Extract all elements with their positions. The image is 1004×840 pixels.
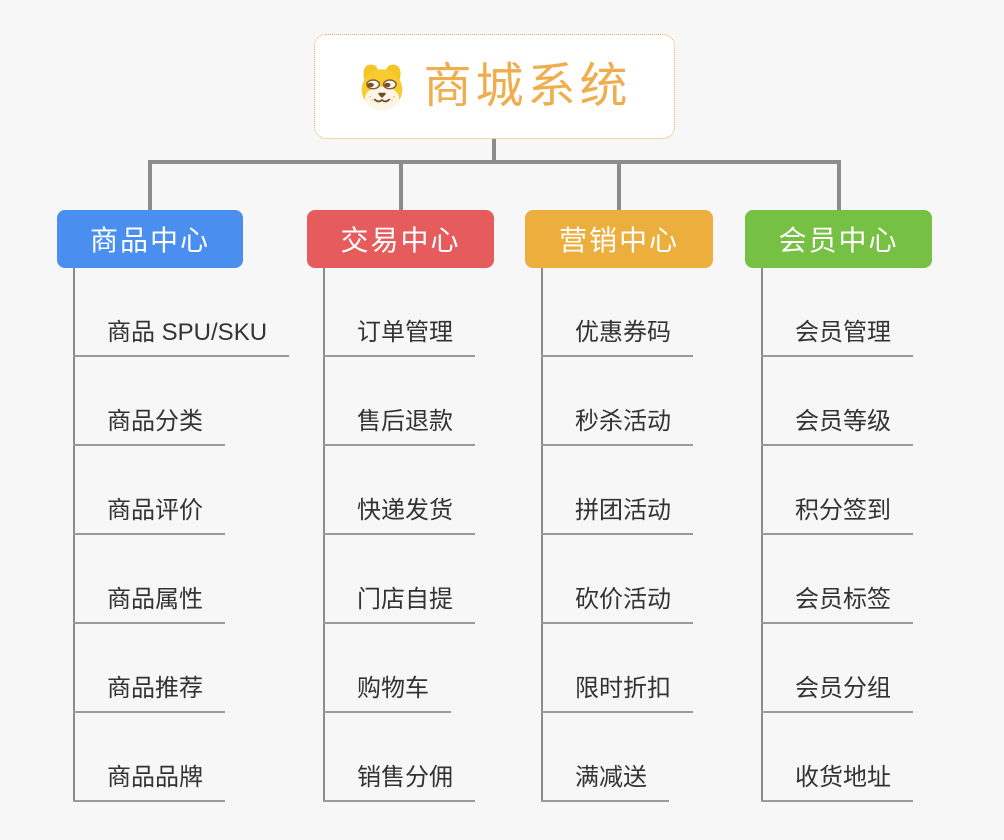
child-node[interactable]: 会员管理 [761,268,913,357]
branch-children: 优惠券码秒杀活动拼团活动砍价活动限时折扣满减送 [541,268,693,802]
child-label: 商品 SPU/SKU [107,319,268,346]
child-label: 会员等级 [795,408,891,435]
connector-child-spine [323,268,325,802]
child-label: 销售分佣 [357,764,453,791]
branch-children: 商品 SPU/SKU 商品分类商品评价商品属性商品推荐商品品牌 [73,268,290,802]
child-node[interactable]: 售后退款 [323,357,475,446]
branch-box-trade-center[interactable]: 交易中心 [307,210,494,268]
child-label: 商品分类 [107,408,203,435]
child-label: 快递发货 [357,497,453,524]
branch-label: 商品中心 [89,225,210,256]
connector-root-stem [492,139,496,164]
connector-child-spine [761,268,763,802]
child-node[interactable]: 收货地址 [761,713,913,802]
child-label: 会员分组 [795,675,891,702]
child-label: 拼团活动 [575,497,671,524]
child-label: 门店自提 [357,586,453,613]
child-node[interactable]: 购物车 [323,624,451,713]
child-label: 商品推荐 [107,675,203,702]
branch-box-member-center[interactable]: 会员中心 [745,210,932,268]
child-node[interactable]: 商品 SPU/SKU [73,268,290,357]
child-label: 商品品牌 [107,764,203,791]
connector-branch-drop [148,160,152,212]
branch-children: 会员管理会员等级积分签到会员标签会员分组收货地址 [761,268,913,802]
connector-child-spine [73,268,75,802]
child-node[interactable]: 会员等级 [761,357,913,446]
connector-child-spine [541,268,543,802]
child-node[interactable]: 商品属性 [73,535,225,624]
child-node[interactable]: 会员分组 [761,624,913,713]
child-label: 满减送 [575,764,647,791]
child-node[interactable]: 商品分类 [73,357,225,446]
child-node[interactable]: 优惠券码 [541,268,693,357]
child-label: 售后退款 [357,408,453,435]
child-label: 订单管理 [357,319,453,346]
child-node[interactable]: 砍价活动 [541,535,693,624]
child-node[interactable]: 秒杀活动 [541,357,693,446]
child-label: 秒杀活动 [575,408,671,435]
child-node[interactable]: 商品品牌 [73,713,225,802]
child-node[interactable]: 快递发货 [323,446,475,535]
child-node[interactable]: 商品评价 [73,446,225,535]
connector-branch-drop [836,160,841,212]
child-label: 购物车 [357,675,429,702]
child-node[interactable]: 限时折扣 [541,624,693,713]
root-title: 商城系统 [423,59,632,113]
child-node[interactable]: 商品推荐 [73,624,225,713]
child-node[interactable]: 拼团活动 [541,446,693,535]
child-label: 优惠券码 [575,319,671,346]
root-node[interactable]: 商城系统 [314,34,675,139]
branch-label: 交易中心 [340,225,461,256]
child-label: 收货地址 [795,764,891,791]
child-label: 会员标签 [795,586,891,613]
child-label: 限时折扣 [575,675,671,702]
child-label: 商品评价 [107,497,203,524]
connector-branch-drop [398,160,403,212]
branch-box-marketing-center[interactable]: 营销中心 [525,210,713,268]
child-node[interactable]: 门店自提 [323,535,475,624]
child-label: 积分签到 [795,497,891,524]
child-node[interactable]: 满减送 [541,713,669,802]
dog-icon [362,64,403,110]
child-node[interactable]: 销售分佣 [323,713,475,802]
child-node[interactable]: 会员标签 [761,535,913,624]
child-node[interactable]: 积分签到 [761,446,913,535]
child-label: 会员管理 [795,319,891,346]
branch-label: 会员中心 [778,225,899,256]
child-node[interactable]: 订单管理 [323,268,475,357]
connector-branch-drop [617,160,621,212]
branch-label: 营销中心 [558,225,679,256]
child-label: 砍价活动 [575,586,671,613]
branch-box-product-center[interactable]: 商品中心 [57,210,243,268]
child-label: 商品属性 [107,586,203,613]
connector-horizontal-bar [148,160,840,164]
branch-children: 订单管理售后退款快递发货门店自提购物车销售分佣 [323,268,475,802]
